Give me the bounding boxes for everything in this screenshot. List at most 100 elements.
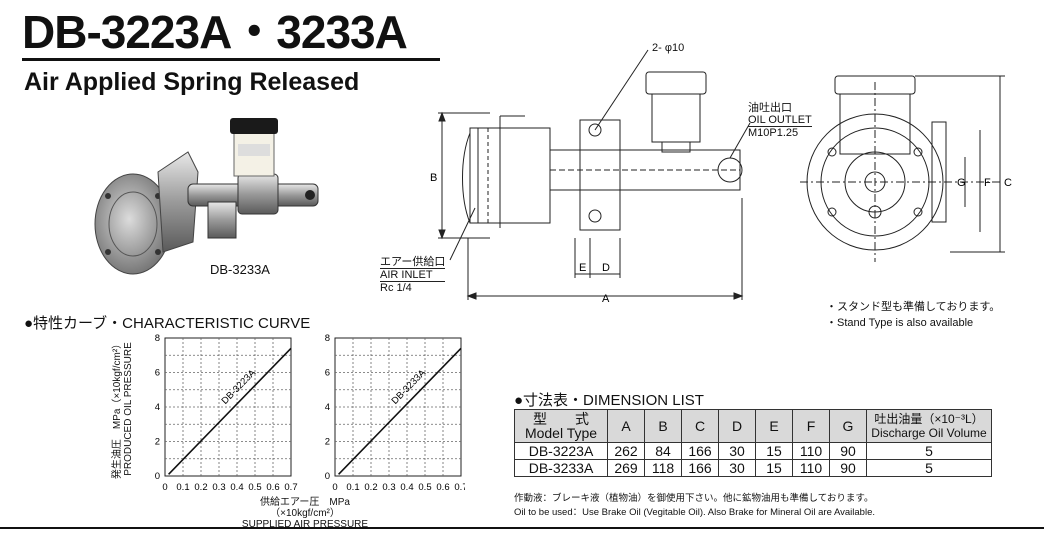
y-tick-label: 0 bbox=[155, 471, 160, 482]
x-tick-label: 0.2 bbox=[194, 482, 207, 493]
x-tick-label: 0 bbox=[332, 482, 337, 493]
value-cell: 30 bbox=[718, 459, 756, 477]
x-axis-title-jp: 供給エアー圧 MPa（×10kgf/cm²） bbox=[260, 497, 350, 519]
x-tick-label: 0.2 bbox=[364, 482, 377, 493]
footnote-jp: 作動液：ブレーキ液（植物油）を御使用下さい。他に鉱物油用も準備しております。 bbox=[514, 493, 874, 504]
value-cell: 90 bbox=[829, 459, 867, 477]
dimension-table: 型 式 Model Type A B C D E F G 吐出油量（×10⁻³L… bbox=[514, 409, 992, 477]
plot-frame bbox=[164, 337, 292, 477]
side-view-drawing: B A E D bbox=[430, 49, 751, 305]
discharge-cell: 5 bbox=[866, 442, 992, 460]
air-inlet-spec: Rc 1/4 bbox=[380, 282, 412, 294]
dim-f-label: F bbox=[984, 177, 991, 189]
value-cell: 15 bbox=[755, 442, 793, 460]
discharge-header-jp: 吐出油量（×10⁻³L） bbox=[874, 412, 984, 426]
air-inlet-callout: エアー供給口 AIR INLET Rc 1/4 bbox=[380, 256, 446, 294]
x-axis-title-en: SUPPLIED AIR PRESSURE bbox=[241, 519, 369, 530]
value-cell: 30 bbox=[718, 442, 756, 460]
air-inlet-en: AIR INLET bbox=[380, 268, 446, 282]
discharge-header-en: Discharge Oil Volume bbox=[871, 426, 987, 440]
x-tick-label: 0.4 bbox=[230, 482, 243, 493]
y-tick-label: 2 bbox=[325, 437, 330, 448]
value-cell: 118 bbox=[644, 459, 682, 477]
x-axis-title: 供給エアー圧 MPa（×10kgf/cm²） SUPPLIED AIR PRES… bbox=[235, 497, 375, 530]
value-cell: 166 bbox=[681, 442, 719, 460]
y-tick-label: 4 bbox=[325, 402, 330, 413]
column-header: B bbox=[644, 409, 682, 443]
product-photo bbox=[94, 118, 319, 275]
column-header: F bbox=[792, 409, 830, 443]
product-subtitle: Air Applied Spring Released bbox=[24, 68, 360, 96]
y-axis-title-en: PRODUCED OIL PRESSURE bbox=[123, 342, 134, 476]
product-title: DB-3223A・3233A bbox=[22, 6, 408, 58]
column-header: G bbox=[829, 409, 867, 443]
title-underline bbox=[22, 58, 440, 61]
table-row: DB-3233A 269 118 166 30 15 110 90 5 bbox=[514, 459, 992, 477]
x-tick-label: 0.6 bbox=[266, 482, 279, 493]
x-tick-label: 0.3 bbox=[382, 482, 395, 493]
x-tick-label: 0.3 bbox=[212, 482, 225, 493]
column-header: A bbox=[607, 409, 645, 443]
y-tick-label: 2 bbox=[155, 437, 160, 448]
air-inlet-jp: エアー供給口 bbox=[380, 256, 446, 268]
table-row: DB-3223A 262 84 166 30 15 110 90 5 bbox=[514, 442, 992, 460]
model-cell: DB-3223A bbox=[514, 442, 608, 460]
model-header: 型 式 Model Type bbox=[514, 409, 608, 443]
column-header: E bbox=[755, 409, 793, 443]
dim-c-label: C bbox=[1004, 177, 1012, 189]
oil-outlet-jp: 油吐出口 bbox=[748, 102, 792, 114]
value-cell: 84 bbox=[644, 442, 682, 460]
dim-d-label: D bbox=[602, 262, 610, 274]
x-tick-label: 0.1 bbox=[346, 482, 359, 493]
curve-heading: ●特性カーブ・CHARACTERISTIC CURVE bbox=[24, 315, 311, 332]
value-cell: 166 bbox=[681, 459, 719, 477]
y-axis-title-jp: 発生油圧 MPa（×10kgf/cm²） bbox=[112, 338, 123, 480]
y-tick-label: 4 bbox=[155, 402, 160, 413]
x-tick-label: 0 bbox=[162, 482, 167, 493]
value-cell: 15 bbox=[755, 459, 793, 477]
value-cell: 90 bbox=[829, 442, 867, 460]
y-tick-label: 8 bbox=[325, 333, 330, 344]
dimension-heading: ●寸法表・DIMENSION LIST bbox=[514, 392, 704, 409]
x-tick-label: 0.7 bbox=[284, 482, 297, 493]
oil-outlet-spec: M10P1.25 bbox=[748, 127, 799, 139]
x-tick-label: 0.5 bbox=[248, 482, 261, 493]
dim-g-label: G bbox=[957, 177, 966, 189]
value-cell: 269 bbox=[607, 459, 645, 477]
x-tick-label: 0.7 bbox=[454, 482, 465, 493]
stand-note-en: ・Stand Type is also available bbox=[826, 317, 974, 329]
y-tick-label: 0 bbox=[325, 471, 330, 482]
oil-outlet-callout: 油吐出口 OIL OUTLET M10P1.25 bbox=[748, 102, 812, 139]
column-header: C bbox=[681, 409, 719, 443]
y-tick-label: 6 bbox=[155, 368, 160, 379]
photo-caption: DB-3233A bbox=[210, 262, 270, 277]
series-line bbox=[338, 347, 462, 475]
oil-outlet-en: OIL OUTLET bbox=[748, 114, 812, 127]
y-tick-label: 8 bbox=[155, 333, 160, 344]
front-view-drawing: G F C bbox=[800, 75, 1012, 262]
x-tick-label: 0.6 bbox=[436, 482, 449, 493]
value-cell: 110 bbox=[792, 442, 830, 460]
discharge-cell: 5 bbox=[866, 459, 992, 477]
bottom-rule bbox=[0, 527, 1044, 529]
dim-e-label: E bbox=[579, 262, 586, 274]
value-cell: 262 bbox=[607, 442, 645, 460]
x-tick-label: 0.4 bbox=[400, 482, 413, 493]
dim-a-label: A bbox=[602, 293, 610, 305]
footnote-en: Oil to be used：Use Brake Oil (Vegitable … bbox=[514, 507, 875, 518]
model-header-en: Model Type bbox=[524, 425, 598, 441]
column-header: D bbox=[718, 409, 756, 443]
dim-b-label: B bbox=[430, 172, 437, 184]
y-axis-title: 発生油圧 MPa（×10kgf/cm²） PRODUCED OIL PRESSU… bbox=[112, 334, 146, 484]
x-tick-label: 0.1 bbox=[176, 482, 189, 493]
stand-note-jp: ・スタンド型も準備しております。 bbox=[826, 301, 1001, 313]
discharge-header: 吐出油量（×10⁻³L） Discharge Oil Volume bbox=[866, 409, 992, 443]
value-cell: 110 bbox=[792, 459, 830, 477]
bolt-hole-label: 2- φ10 bbox=[652, 42, 685, 54]
plot-frame bbox=[334, 337, 462, 477]
model-cell: DB-3233A bbox=[514, 459, 608, 477]
model-header-jp: 型 式 bbox=[533, 411, 589, 427]
x-tick-label: 0.5 bbox=[418, 482, 431, 493]
y-tick-label: 6 bbox=[325, 368, 330, 379]
